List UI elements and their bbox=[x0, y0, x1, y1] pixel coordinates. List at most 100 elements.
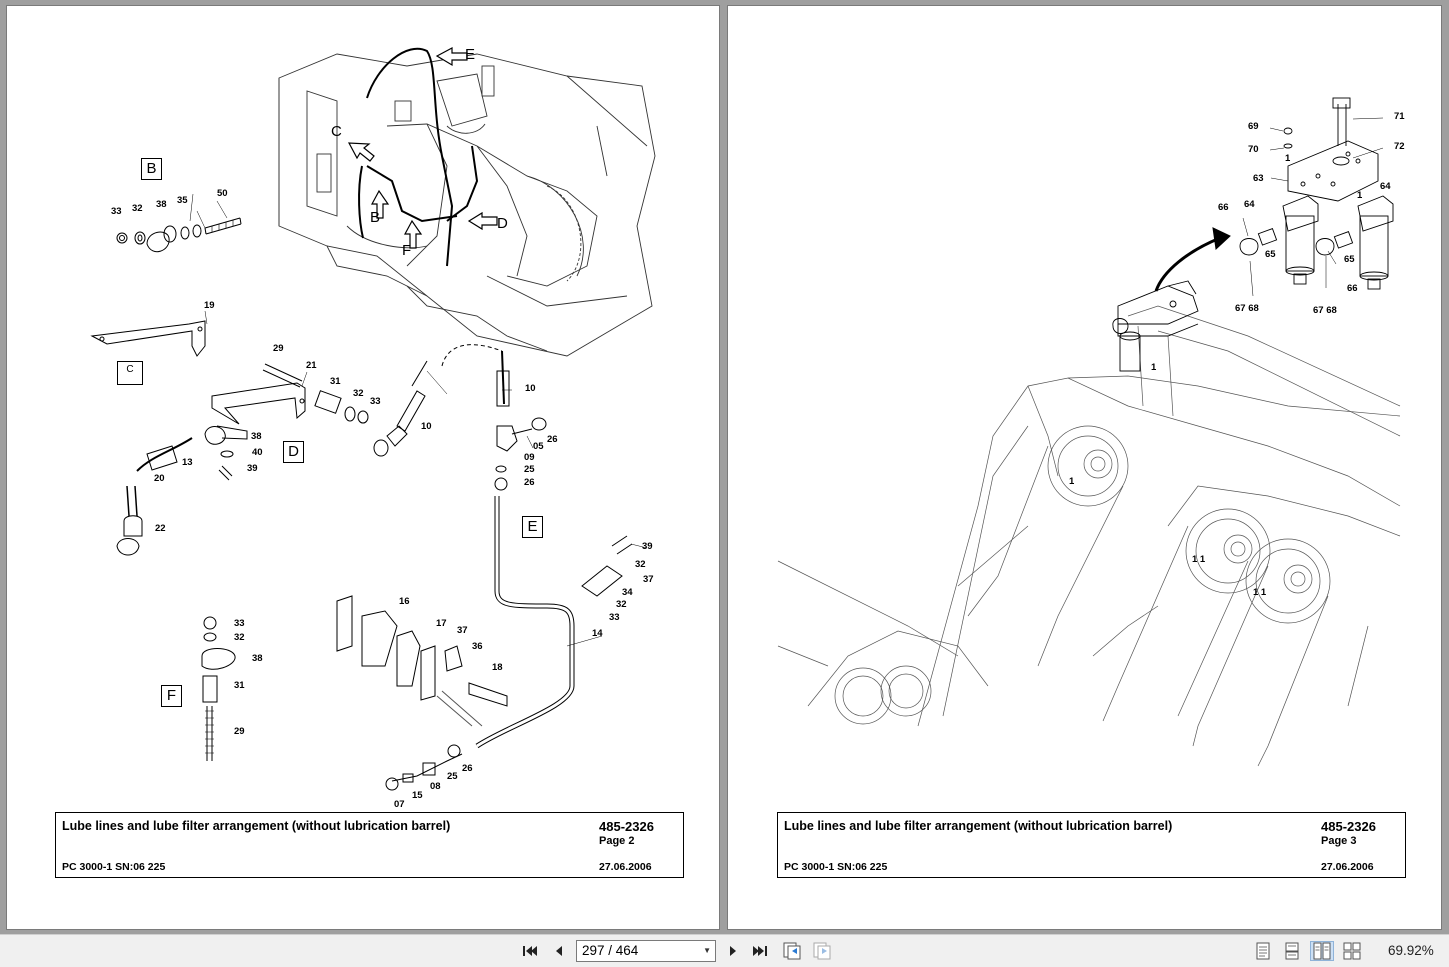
callout-letter-f: F bbox=[402, 242, 412, 259]
title-block: Lube lines and lube filter arrangement (… bbox=[55, 812, 684, 878]
part-number: 33 bbox=[609, 612, 620, 623]
document-page-right: 71 69 70 1 72 63 64 66 64 1 65 65 66 67 … bbox=[728, 6, 1441, 929]
part-number: 32 bbox=[132, 203, 143, 214]
part-number: 65 bbox=[1265, 249, 1276, 260]
part-number: 13 bbox=[182, 457, 193, 468]
part-number: 31 bbox=[330, 376, 341, 387]
part-number: 08 bbox=[430, 781, 441, 792]
continuous-view-button[interactable] bbox=[1281, 941, 1303, 961]
part-number: 37 bbox=[457, 625, 468, 636]
part-number: 18 bbox=[492, 662, 503, 673]
section-label-e: E bbox=[522, 516, 543, 538]
two-page-continuous-view-icon bbox=[1343, 942, 1361, 960]
last-page-button[interactable] bbox=[749, 941, 771, 961]
part-number: 33 bbox=[234, 618, 245, 629]
part-number: 64 bbox=[1244, 199, 1255, 210]
go-forward-button[interactable] bbox=[811, 941, 833, 961]
zoom-level[interactable]: 69.92% bbox=[1388, 943, 1434, 958]
part-number: 67 68 bbox=[1235, 303, 1259, 314]
part-number: 69 bbox=[1248, 121, 1259, 132]
part-number: 21 bbox=[306, 360, 317, 371]
drawing-date: 27.06.2006 bbox=[599, 861, 652, 873]
part-number: 07 bbox=[394, 799, 405, 810]
part-number: 1 bbox=[1285, 153, 1291, 164]
callout-letter-e: E bbox=[465, 46, 476, 63]
frame-structure-drawing bbox=[777, 305, 1401, 767]
detail-arrow bbox=[1154, 227, 1231, 292]
part-number: 32 bbox=[353, 388, 364, 399]
go-back-icon bbox=[783, 942, 801, 960]
two-page-view-button[interactable] bbox=[1310, 941, 1334, 961]
part-number: 37 bbox=[643, 574, 654, 585]
part-number: 29 bbox=[273, 343, 284, 354]
part-number: 26 bbox=[462, 763, 473, 774]
machine-assembly-drawing bbox=[278, 53, 656, 357]
part-number: 31 bbox=[234, 680, 245, 691]
part-number: 32 bbox=[234, 632, 245, 643]
bracket-d bbox=[204, 363, 369, 481]
part-number: 35 bbox=[177, 195, 188, 206]
part-number: 72 bbox=[1394, 141, 1405, 152]
part-number: 1 bbox=[1069, 476, 1075, 487]
part-number: 22 bbox=[155, 523, 166, 534]
page-number-display: 297 / 464 bbox=[582, 943, 639, 958]
part-number: 64 bbox=[1380, 181, 1391, 192]
callout-letter-d: D bbox=[497, 215, 508, 232]
two-page-continuous-view-button[interactable] bbox=[1341, 941, 1363, 961]
two-page-view-icon bbox=[1313, 942, 1331, 960]
hose-13-20 bbox=[116, 437, 193, 556]
section-label-c: C bbox=[117, 361, 143, 385]
part-number: 1 1 bbox=[1253, 587, 1267, 598]
single-page-view-button[interactable] bbox=[1252, 941, 1274, 961]
first-page-icon bbox=[523, 946, 537, 956]
stud-29-f bbox=[201, 616, 236, 761]
part-number: 33 bbox=[370, 396, 381, 407]
next-page-button[interactable] bbox=[722, 941, 744, 961]
title-block: Lube lines and lube filter arrangement (… bbox=[777, 812, 1406, 878]
part-number: 32 bbox=[616, 599, 627, 610]
machine-model: PC 3000-1 SN:06 225 bbox=[784, 861, 888, 873]
section-label-b: B bbox=[141, 158, 162, 180]
part-number: 38 bbox=[252, 653, 263, 664]
part-number: 33 bbox=[111, 206, 122, 217]
clamp-16 bbox=[336, 595, 508, 727]
parts-diagram-right bbox=[777, 97, 1401, 767]
chevron-down-icon: ▼ bbox=[703, 946, 711, 955]
page-label: Page 2 bbox=[599, 835, 635, 847]
drawing-title: Lube lines and lube filter arrangement (… bbox=[784, 819, 1173, 833]
page-number-select[interactable]: 297 / 464 ▼ bbox=[576, 940, 716, 962]
callout-arrows bbox=[347, 47, 498, 249]
section-label-f: F bbox=[161, 685, 182, 707]
part-number: 25 bbox=[524, 464, 535, 475]
previous-page-button[interactable] bbox=[548, 941, 570, 961]
callout-letter-c: C bbox=[331, 123, 342, 140]
section-label-d: D bbox=[283, 441, 304, 463]
drawing-date: 27.06.2006 bbox=[1321, 861, 1374, 873]
filter-housings bbox=[1239, 195, 1394, 290]
document-viewer: B C D E F E C B D F 33 32 38 35 50 19 29… bbox=[7, 6, 1441, 929]
part-number: 09 bbox=[524, 452, 535, 463]
part-number: 50 bbox=[217, 188, 228, 199]
part-number: 10 bbox=[525, 383, 536, 394]
part-number: 10 bbox=[421, 421, 432, 432]
drawing-title: Lube lines and lube filter arrangement (… bbox=[62, 819, 451, 833]
page-label: Page 3 bbox=[1321, 835, 1357, 847]
previous-page-icon bbox=[556, 946, 562, 956]
go-back-button[interactable] bbox=[781, 941, 803, 961]
part-number: 66 bbox=[1218, 202, 1229, 213]
bracket-63 bbox=[1283, 97, 1379, 202]
pipe-14 bbox=[441, 344, 633, 749]
last-page-icon bbox=[753, 946, 767, 956]
document-number: 485-2326 bbox=[1321, 819, 1376, 834]
part-number: 70 bbox=[1248, 144, 1259, 155]
document-number: 485-2326 bbox=[599, 819, 654, 834]
first-page-button[interactable] bbox=[519, 941, 541, 961]
fittings-07-08 bbox=[385, 744, 463, 791]
part-number: 17 bbox=[436, 618, 447, 629]
part-number: 05 bbox=[533, 441, 544, 452]
part-number: 14 bbox=[592, 628, 603, 639]
part-number: 29 bbox=[234, 726, 245, 737]
part-number: 19 bbox=[204, 300, 215, 311]
part-number: 15 bbox=[412, 790, 423, 801]
go-forward-icon bbox=[813, 942, 831, 960]
